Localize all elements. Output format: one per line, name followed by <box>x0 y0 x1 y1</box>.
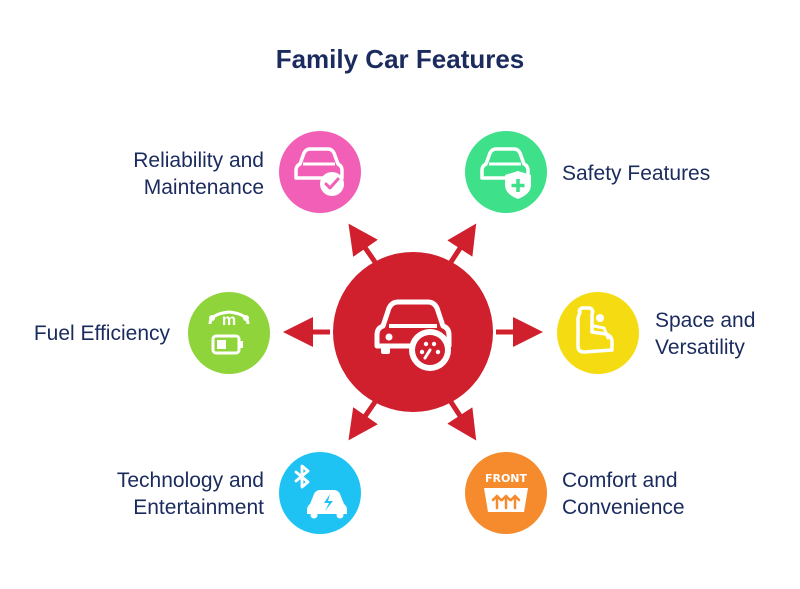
connector-arrows <box>283 223 543 441</box>
node-technology <box>279 452 361 534</box>
svg-text:m: m <box>222 312 236 329</box>
label-space: Space and Versatility <box>655 309 756 359</box>
diagram-title: Family Car Features <box>275 44 525 74</box>
car-gauge-icon <box>374 299 452 371</box>
bluetooth-car-icon <box>294 464 347 519</box>
label-safety: Safety Features <box>562 162 711 185</box>
car-check-icon <box>294 147 344 196</box>
label-fuel: Fuel Efficiency <box>33 322 170 345</box>
node-safety <box>465 131 547 213</box>
node-space <box>557 292 639 374</box>
center-node <box>333 252 493 412</box>
fuel-gauge-battery-icon: m <box>208 310 250 355</box>
car-shield-plus-icon <box>480 147 531 199</box>
arrow-to-safety <box>447 223 477 264</box>
label-comfort: Comfort and Convenience <box>562 469 685 519</box>
arrow-to-technology <box>348 400 378 441</box>
node-reliability <box>279 131 361 213</box>
node-fuel: m <box>188 292 270 374</box>
label-technology: Technology and Entertainment <box>116 469 264 519</box>
node-comfort: FRONT <box>465 452 547 534</box>
arrow-to-reliability <box>348 223 378 264</box>
front-icon-text: FRONT <box>485 472 528 485</box>
car-seat-icon <box>576 306 614 354</box>
label-reliability: Reliability and Maintenance <box>133 149 264 199</box>
front-defrost-icon: FRONT <box>484 472 528 512</box>
arrow-to-comfort <box>447 400 477 441</box>
